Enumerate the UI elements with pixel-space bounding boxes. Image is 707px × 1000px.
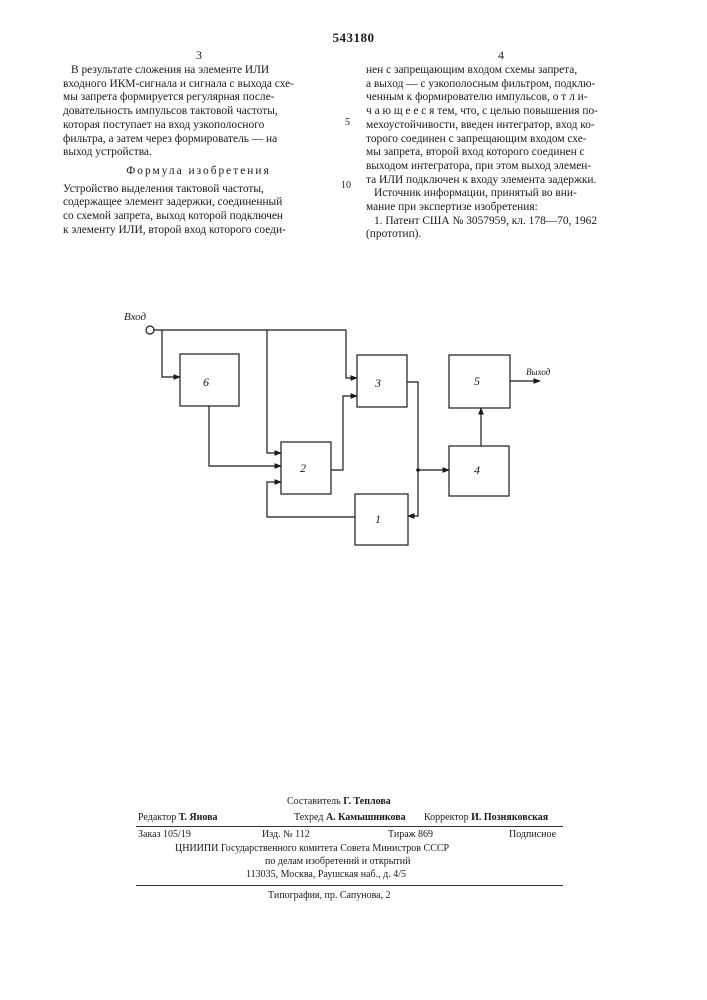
- wire-2-to-3: [331, 396, 357, 470]
- techred-line: Техред А. Камышникова: [294, 812, 406, 823]
- compiler-label: Составитель: [287, 796, 341, 807]
- block-3-label: 3: [374, 376, 381, 390]
- editor-label: Редактор: [138, 812, 176, 823]
- wire-input-to-2: [267, 330, 281, 453]
- corrector-line: Корректор И. Позняковская: [424, 812, 548, 823]
- org-line-2: по делам изобретений и открытий: [265, 856, 411, 867]
- block-3: [357, 355, 407, 407]
- edition-number: Изд. № 112: [262, 829, 310, 840]
- compiler-name: Г. Теплова: [343, 796, 391, 807]
- techred-name: А. Камышникова: [326, 812, 406, 823]
- editor-line: Редактор Т. Янова: [138, 812, 218, 823]
- editor-name: Т. Янова: [179, 812, 218, 823]
- imprint-rule: [136, 826, 563, 827]
- block-2: [281, 442, 331, 494]
- wire-1-to-2: [267, 482, 355, 517]
- junction-dot: [416, 468, 420, 472]
- subscription: Подписное: [509, 829, 556, 840]
- block-6: [180, 354, 239, 406]
- block-6-label: 6: [203, 375, 209, 389]
- wire-input-to-3: [346, 330, 357, 378]
- wire-3-out: [407, 382, 418, 470]
- wire-6-to-2: [209, 406, 281, 466]
- input-terminal: [146, 326, 154, 334]
- input-label: Вход: [124, 311, 147, 323]
- compiler-line: Составитель Г. Теплова: [287, 796, 391, 807]
- org-line-1: ЦНИИПИ Государственного комитета Совета …: [175, 843, 449, 854]
- wire-input-to-6: [162, 330, 180, 377]
- block-5-label: 5: [474, 374, 480, 388]
- block-2-label: 2: [300, 461, 306, 475]
- block-1-label: 1: [375, 512, 381, 526]
- org-address: 113035, Москва, Раушская наб., д. 4/5: [246, 869, 406, 880]
- imprint-rule-bottom: [136, 885, 563, 886]
- wire-to-1: [408, 470, 418, 516]
- corrector-name: И. Позняковская: [471, 812, 548, 823]
- block-4-label: 4: [474, 463, 480, 477]
- circulation: Тираж 869: [388, 829, 433, 840]
- output-label: Выход: [526, 367, 551, 377]
- block-1: [355, 494, 408, 545]
- techred-label: Техред: [294, 812, 323, 823]
- printing-house: Типография, пр. Сапунова, 2: [268, 890, 391, 901]
- corrector-label: Корректор: [424, 812, 469, 823]
- order-number: Заказ 105/19: [138, 829, 191, 840]
